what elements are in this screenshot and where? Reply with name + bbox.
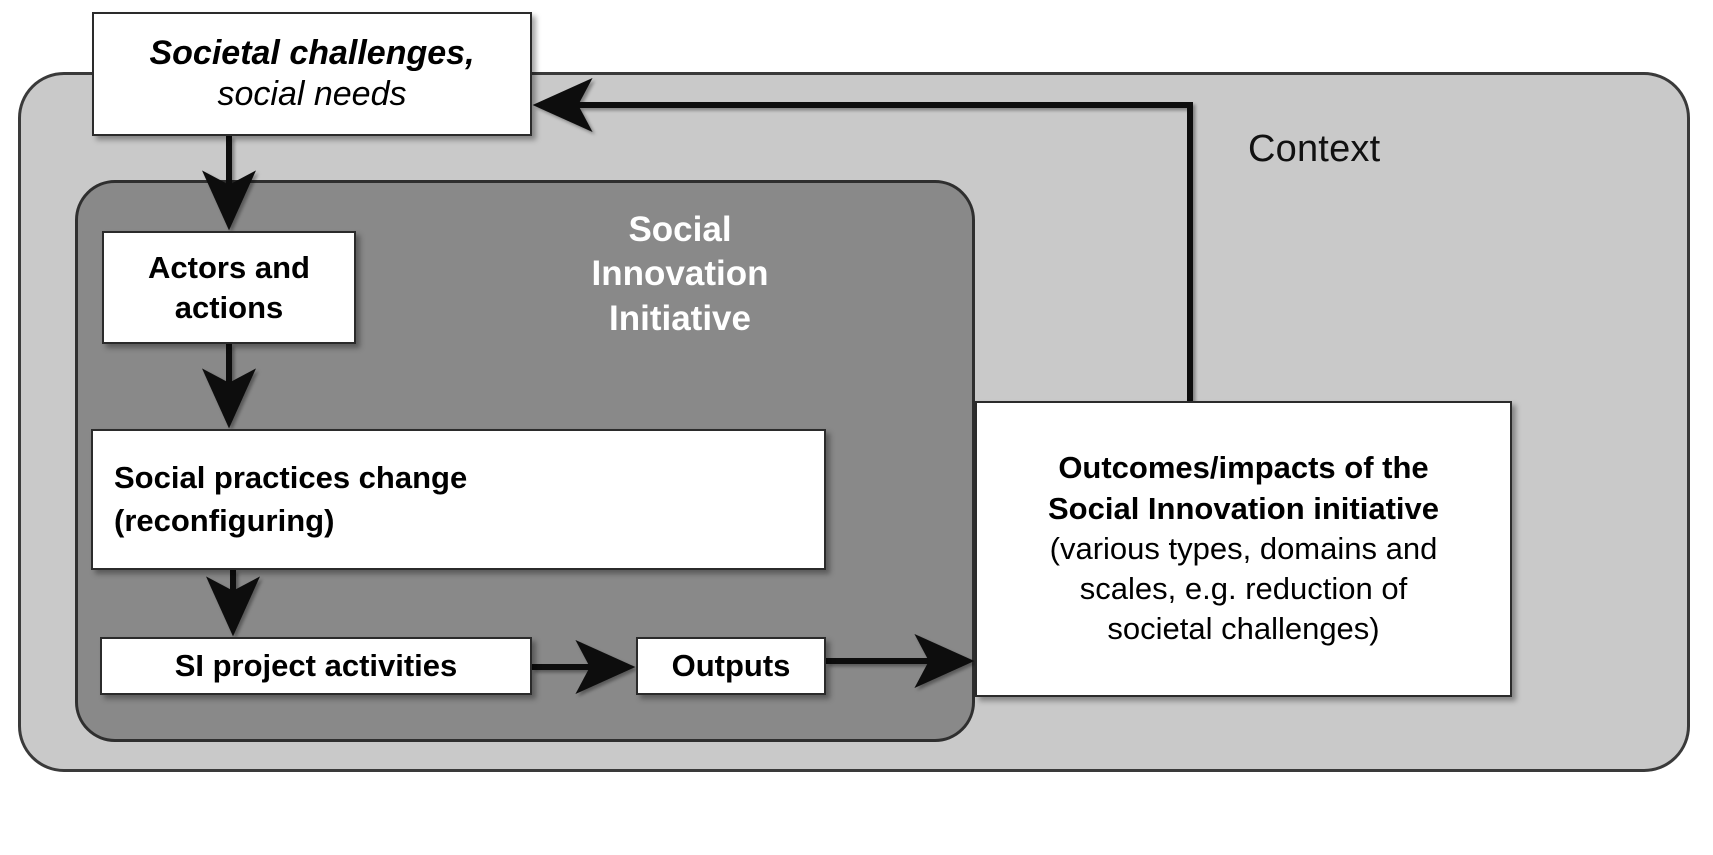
outcomes-line-2: Social Innovation initiative <box>1047 490 1439 526</box>
node-actors-and-actions[interactable]: Actors and actions <box>102 231 356 344</box>
node-societal-challenges-text: Societal challenges, social needs <box>94 33 530 116</box>
node-social-practices-change[interactable]: Social practices change (reconfiguring) <box>91 429 826 570</box>
outcomes-line-3: (various types, domains and <box>1049 530 1438 566</box>
outcomes-line-5: societal challenges) <box>1107 611 1380 647</box>
societal-challenges-line-2: social needs <box>217 75 407 113</box>
outcomes-line-4: scales, e.g. reduction of <box>1079 571 1408 607</box>
actors-line-2: actions <box>174 289 284 325</box>
practices-line-1: Social practices change <box>114 460 468 496</box>
node-outcomes-impacts-text: Outcomes/impacts of the Social Innovatio… <box>977 448 1510 649</box>
node-outputs[interactable]: Outputs <box>636 637 826 695</box>
outcomes-line-1: Outcomes/impacts of the <box>1058 450 1429 486</box>
si-label-line-1: Social <box>628 210 732 249</box>
si-label-line-3: Initiative <box>609 298 751 338</box>
node-si-project-activities-text: SI project activities <box>174 648 458 683</box>
node-social-practices-change-text: Social practices change (reconfiguring) <box>93 457 824 542</box>
node-outcomes-impacts[interactable]: Outcomes/impacts of the Social Innovatio… <box>975 401 1512 697</box>
node-actors-and-actions-text: Actors and actions <box>104 248 354 326</box>
node-si-project-activities[interactable]: SI project activities <box>100 637 532 695</box>
node-societal-challenges[interactable]: Societal challenges, social needs <box>92 12 532 136</box>
social-innovation-initiative-label: Social Innovation Initiative <box>530 208 830 341</box>
node-outputs-text: Outputs <box>671 648 791 683</box>
societal-challenges-line-1: Societal challenges, <box>149 33 475 72</box>
actors-line-1: Actors and <box>148 250 310 286</box>
si-label-line-2: Innovation <box>591 254 769 294</box>
context-label: Context <box>1248 128 1381 170</box>
practices-line-2: (reconfiguring) <box>114 502 335 538</box>
